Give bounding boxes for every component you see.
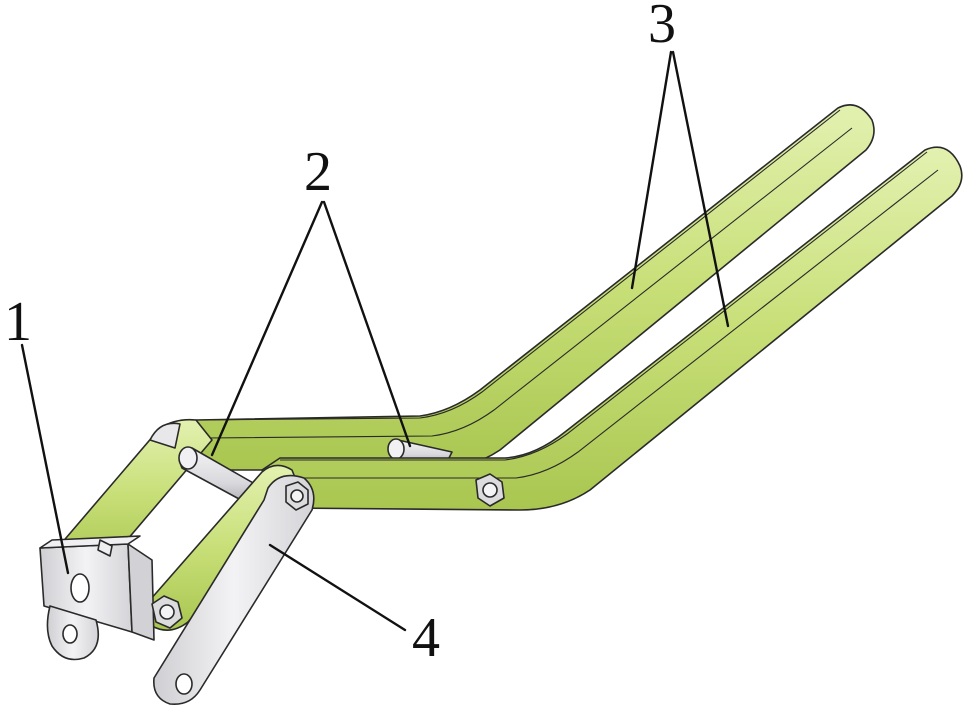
hex-nut-middle bbox=[475, 473, 505, 507]
leader-2a bbox=[210, 200, 324, 457]
mounting-bracket bbox=[39, 535, 155, 661]
pivot-pin-left bbox=[178, 446, 263, 507]
callout-2: 2 bbox=[304, 141, 332, 203]
leader-2b bbox=[322, 200, 412, 448]
hex-nut-top bbox=[285, 481, 309, 511]
leader-3b bbox=[671, 50, 730, 328]
leader-1 bbox=[20, 343, 70, 575]
callout-4: 4 bbox=[412, 607, 440, 669]
leader-4 bbox=[268, 543, 407, 632]
lever-link bbox=[153, 474, 315, 706]
leader-3a bbox=[630, 50, 673, 290]
callout-3: 3 bbox=[648, 0, 676, 55]
hex-nut-bottom bbox=[151, 595, 183, 629]
callout-1: 1 bbox=[4, 291, 32, 353]
long-arm-front bbox=[261, 146, 963, 511]
